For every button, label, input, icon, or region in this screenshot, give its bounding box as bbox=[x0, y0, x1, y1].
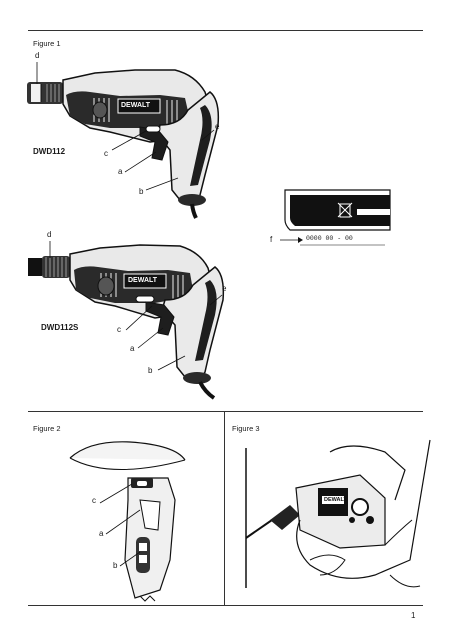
bottom-rule bbox=[28, 605, 423, 606]
callout-b-b: b bbox=[148, 366, 153, 375]
fig2-callout-c: c bbox=[92, 496, 96, 505]
drill-b-brand: DEWALT bbox=[128, 277, 158, 284]
model-dwd112: DWD112 bbox=[33, 147, 66, 156]
callout-a-c: c bbox=[104, 149, 108, 158]
callout-a-d: d bbox=[35, 51, 40, 60]
figure1-title: Figure 1 bbox=[33, 39, 61, 48]
figure2-title: Figure 2 bbox=[33, 424, 61, 433]
callout-f: f bbox=[270, 235, 273, 244]
callout-a-e: e bbox=[215, 122, 220, 131]
drill-a-brand: DEWALT bbox=[121, 102, 151, 109]
figure-divider-horizontal bbox=[28, 411, 423, 412]
figure3-title: Figure 3 bbox=[232, 424, 260, 433]
figure-divider-vertical bbox=[224, 411, 225, 605]
callout-a-b: b bbox=[139, 187, 144, 196]
callout-b-d: d bbox=[47, 230, 52, 239]
model-dwd112s: DWD112S bbox=[41, 323, 79, 332]
callout-b-c: c bbox=[117, 325, 121, 334]
callout-b-e: e bbox=[222, 284, 227, 293]
callout-b-a: a bbox=[130, 344, 135, 353]
fig3-brand: DEWALT bbox=[324, 497, 347, 503]
page-number: 1 bbox=[411, 611, 416, 620]
fig2-callout-b: b bbox=[113, 561, 118, 570]
date-code-text: 0000 00 - 00 bbox=[306, 235, 353, 242]
callout-a-a: a bbox=[118, 167, 123, 176]
fig2-callout-a: a bbox=[99, 529, 104, 538]
top-rule bbox=[28, 30, 423, 31]
